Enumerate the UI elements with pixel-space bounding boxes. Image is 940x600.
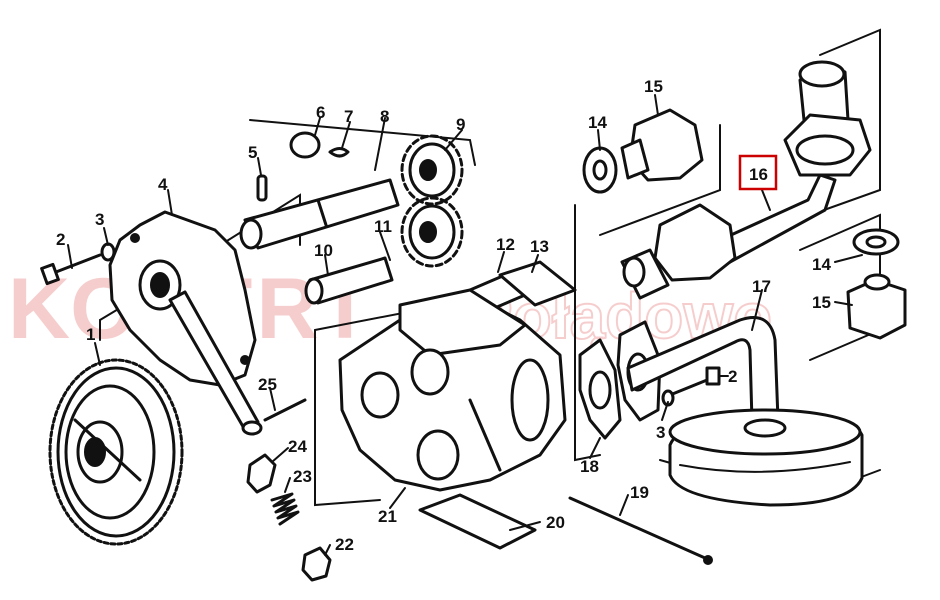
- pipe-fitting-top: [783, 60, 872, 177]
- upper-shaft: [239, 178, 400, 250]
- label-part-6: 6: [316, 103, 325, 122]
- label-part-25: 25: [258, 375, 277, 394]
- label-part-18: 18: [580, 457, 599, 476]
- part-labels: 1 2 2 3 3 4 5 6 7 8 9 10 11 12 13 14 14 …: [56, 77, 831, 554]
- label-part-16: 16: [749, 165, 768, 184]
- label-part-8: 8: [380, 107, 389, 126]
- label-part-2-left: 2: [56, 230, 65, 249]
- key: [328, 147, 350, 158]
- highlight-box-part-16: [738, 154, 778, 191]
- pin: [256, 174, 268, 202]
- union-nut-upper: [620, 108, 704, 182]
- label-part-5: 5: [248, 143, 257, 162]
- label-part-12: 12: [496, 235, 515, 254]
- union-nut-lower: [846, 273, 907, 340]
- label-part-22: 22: [335, 535, 354, 554]
- circlip: [289, 131, 321, 159]
- split-pin: [263, 398, 307, 422]
- bolt-left: [40, 242, 116, 286]
- drive-shaft: [168, 290, 263, 436]
- base-plate: [418, 493, 537, 550]
- label-part-9: 9: [456, 115, 465, 134]
- sealing-washer-upper: [582, 146, 618, 194]
- label-part-19: 19: [630, 483, 649, 502]
- oil-strainer: [668, 408, 864, 507]
- label-part-2-right: 2: [728, 367, 737, 386]
- long-rod: [568, 496, 713, 565]
- gear-wheel: [48, 358, 184, 546]
- label-part-10: 10: [314, 241, 333, 260]
- label-part-11: 11: [374, 217, 392, 236]
- leader-lines: [67, 94, 863, 556]
- pressure-pipe: [620, 173, 837, 300]
- label-part-7: 7: [344, 107, 353, 126]
- label-part-20: 20: [546, 513, 565, 532]
- pump-housing: [338, 288, 567, 492]
- valve-spring: [270, 492, 300, 526]
- label-part-15-upper: 15: [644, 77, 663, 96]
- pump-gear-upper: [400, 134, 464, 206]
- label-part-4: 4: [158, 175, 168, 194]
- label-part-3-left: 3: [95, 210, 104, 229]
- valve-plunger: [301, 546, 332, 582]
- label-part-15-lower: 15: [812, 293, 831, 312]
- bolt-right: [661, 366, 721, 407]
- label-part-1: 1: [86, 325, 95, 344]
- pump-gear-lower: [400, 196, 464, 268]
- label-part-14-lower: 14: [812, 255, 831, 274]
- sealing-washer-lower: [852, 228, 900, 256]
- lower-shaft: [304, 256, 394, 305]
- label-part-24: 24: [288, 437, 307, 456]
- label-part-13: 13: [530, 237, 549, 256]
- label-part-23: 23: [293, 467, 312, 486]
- relief-valve-cap: [246, 453, 277, 494]
- label-part-17: 17: [752, 277, 771, 296]
- label-part-14-upper: 14: [588, 113, 607, 132]
- label-part-3-right: 3: [656, 423, 665, 442]
- label-part-21: 21: [378, 507, 397, 526]
